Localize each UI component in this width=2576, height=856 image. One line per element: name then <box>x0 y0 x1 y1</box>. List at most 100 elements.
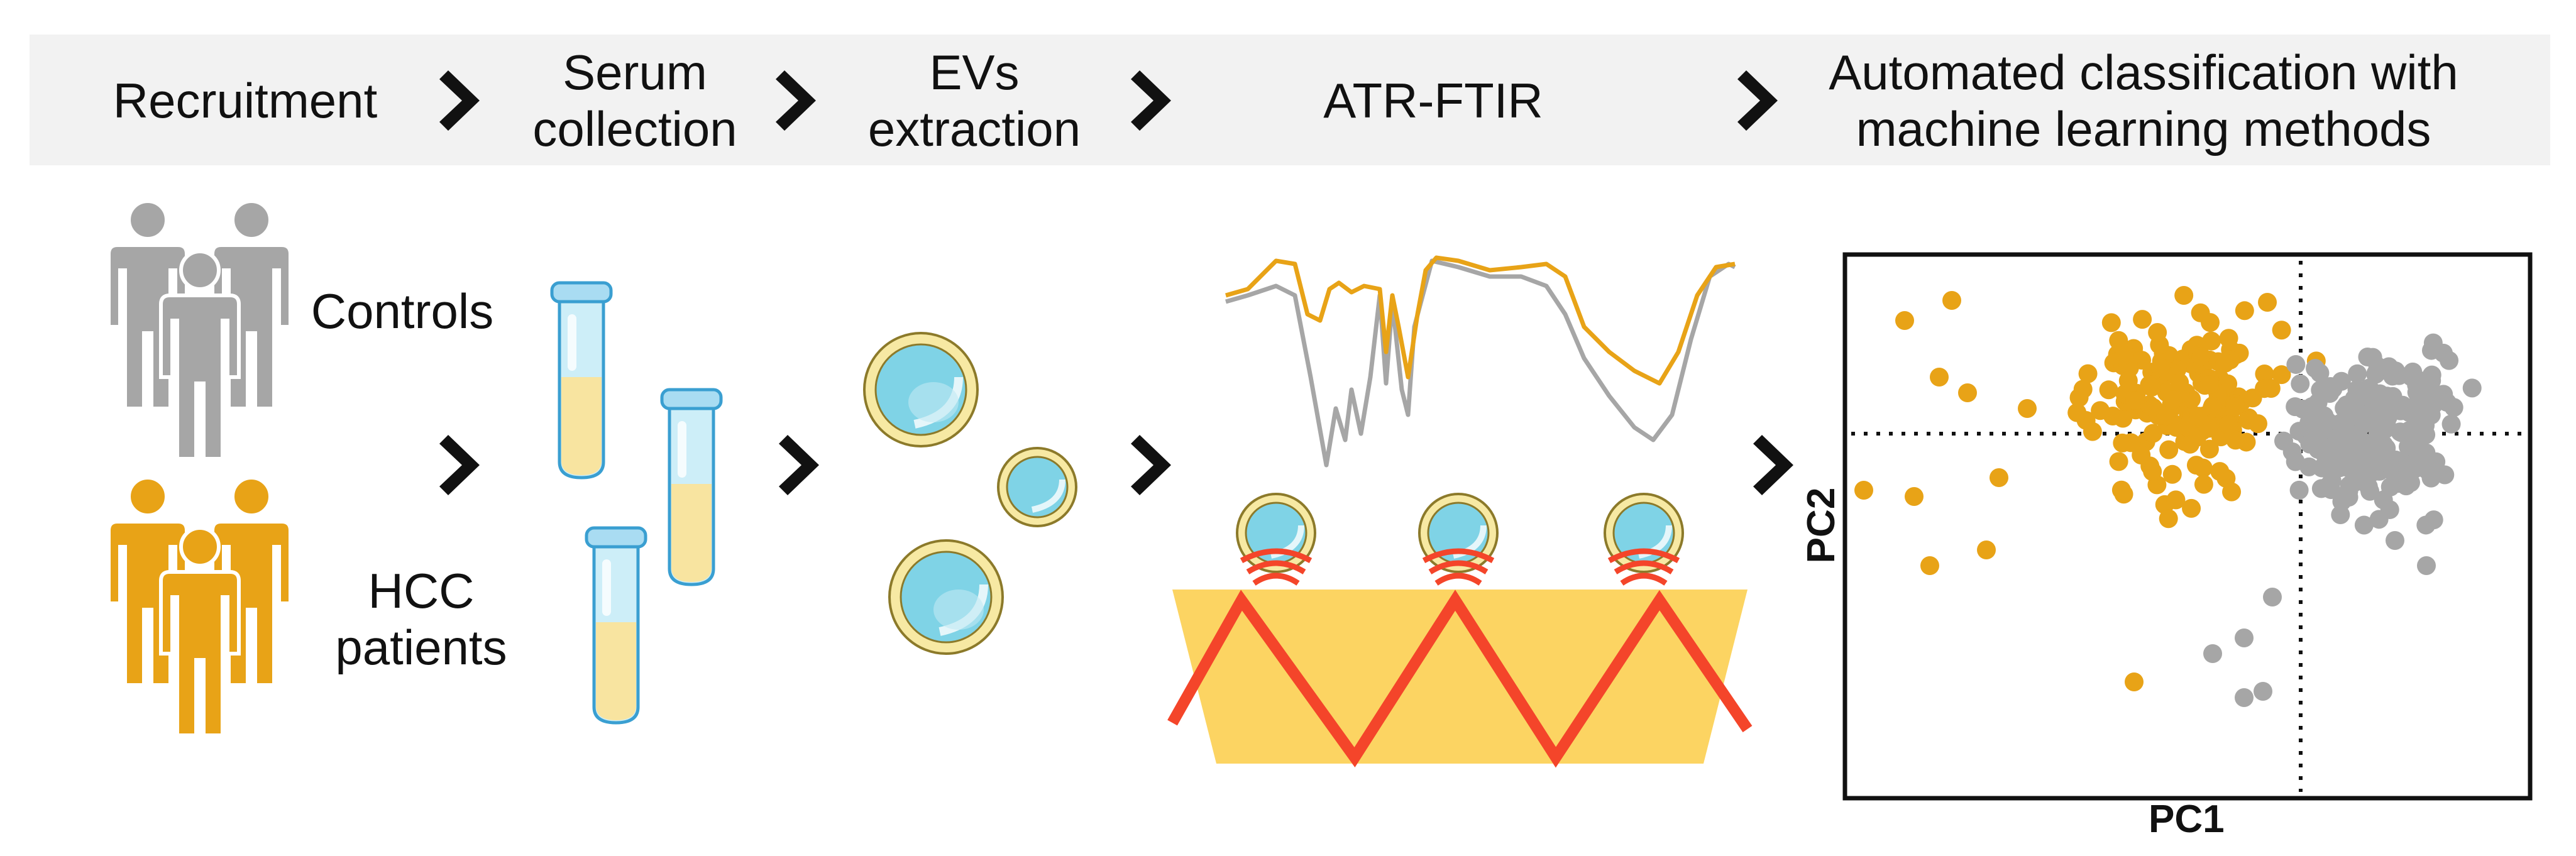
control-point <box>2380 500 2399 519</box>
chevron-right-icon <box>1753 435 1793 495</box>
chevron-right-icon <box>439 70 480 131</box>
chevron-right-icon <box>1131 435 1171 495</box>
hcc-point <box>2109 452 2128 471</box>
header-band <box>30 35 2550 165</box>
hcc-point <box>2159 509 2178 529</box>
hcc-point <box>2101 313 2121 332</box>
control-point <box>2382 361 2402 381</box>
hcc-point <box>2091 401 2110 420</box>
control-point <box>2403 362 2423 381</box>
control-point <box>2422 365 2441 385</box>
control-point <box>2364 432 2384 451</box>
hcc-point <box>2203 396 2223 415</box>
hcc-line2: patients <box>335 620 507 675</box>
hcc-point <box>1905 487 1924 506</box>
control-point <box>2335 410 2355 430</box>
hcc-point <box>1920 556 1939 575</box>
step-evs-line1: EVs <box>929 45 1020 100</box>
scatter-points <box>1854 286 2482 707</box>
control-point <box>2355 463 2375 482</box>
hcc-point <box>2148 323 2167 343</box>
control-point <box>2421 341 2441 360</box>
scatter-plot-icon <box>1842 252 2533 801</box>
control-point <box>2254 682 2272 701</box>
hcc-point <box>1895 311 1914 330</box>
control-point <box>2235 628 2254 647</box>
step-serum-line2: collection <box>532 101 737 156</box>
hcc-point <box>2143 462 2162 481</box>
hcc-point <box>2193 458 2213 478</box>
step-evs-label: EVs extraction <box>842 44 1106 157</box>
control-point <box>2331 505 2350 525</box>
step-serum-label: Serum collection <box>503 44 767 157</box>
hcc-point <box>2162 464 2182 484</box>
hcc-patients-label: HCC patients <box>327 562 515 676</box>
control-point <box>2386 531 2404 550</box>
hcc-point <box>2166 490 2186 510</box>
ir-beam <box>1167 590 1753 768</box>
control-point <box>2323 379 2343 398</box>
control-point <box>2263 588 2282 606</box>
hcc-point <box>2225 397 2245 417</box>
hcc-point <box>2255 365 2274 384</box>
spectrum-icon <box>1225 255 1736 468</box>
hcc-point <box>2099 380 2118 400</box>
hcc-point <box>2199 375 2219 395</box>
control-point <box>2392 452 2411 471</box>
hcc-point <box>2194 475 2213 494</box>
hcc-point <box>2115 346 2134 365</box>
hcc-point <box>1942 291 1961 310</box>
control-point <box>2350 404 2370 424</box>
hcc-point <box>1854 481 1873 500</box>
control-point <box>2289 480 2309 500</box>
step-automated-line2: machine learning methods <box>1856 101 2431 156</box>
step-automated-line1: Automated classification with <box>1829 45 2458 100</box>
control-point <box>2203 644 2222 663</box>
hcc-point <box>2069 388 2089 407</box>
hcc-point <box>2125 672 2144 691</box>
hcc-point <box>2261 378 2281 398</box>
vesicle-icon <box>1419 494 1497 572</box>
control-point <box>2299 457 2319 476</box>
hcc-point <box>2215 353 2235 373</box>
control-point <box>2291 374 2310 393</box>
hcc-point <box>2156 406 2176 425</box>
hcc-point <box>2067 403 2087 422</box>
control-point <box>2358 347 2377 366</box>
control-point <box>2370 384 2389 403</box>
hcc-point <box>2222 482 2242 502</box>
control-point <box>2416 515 2436 535</box>
control-point <box>2426 452 2446 471</box>
hcc-point <box>2118 371 2138 390</box>
control-point <box>2462 378 2482 398</box>
control-point <box>2400 426 2419 446</box>
hcc-point <box>2159 440 2179 459</box>
control-point <box>2352 383 2371 403</box>
control-point <box>2299 413 2319 432</box>
test-tube-icon <box>662 390 721 584</box>
hcc-point <box>1990 468 2008 487</box>
chevron-right-icon <box>776 70 816 131</box>
chevron-right-icon <box>439 435 480 495</box>
hcc-point <box>2170 373 2189 392</box>
pc2-axis-label: PC2 <box>1800 487 1843 564</box>
control-point <box>2235 688 2254 707</box>
vesicle-icon <box>864 333 977 446</box>
hcc-spectrum <box>1225 255 1736 386</box>
chevron-right-icon <box>1131 70 1171 131</box>
hcc-line1: HCC <box>368 563 475 618</box>
step-atr-label: ATR-FTIR <box>1323 73 1543 128</box>
hcc-point <box>2210 462 2230 481</box>
control-point <box>2274 431 2293 451</box>
hcc-point <box>2248 414 2267 434</box>
step-recruitment-label: Recruitment <box>113 73 378 128</box>
control-point <box>2396 476 2416 496</box>
hcc-point <box>2083 422 2102 441</box>
vesicle-icon <box>998 448 1076 526</box>
hcc-point <box>1958 383 1977 402</box>
vesicle-icon <box>1237 494 1315 572</box>
hcc-point <box>2202 331 2221 351</box>
hcc-point <box>2235 301 2254 321</box>
